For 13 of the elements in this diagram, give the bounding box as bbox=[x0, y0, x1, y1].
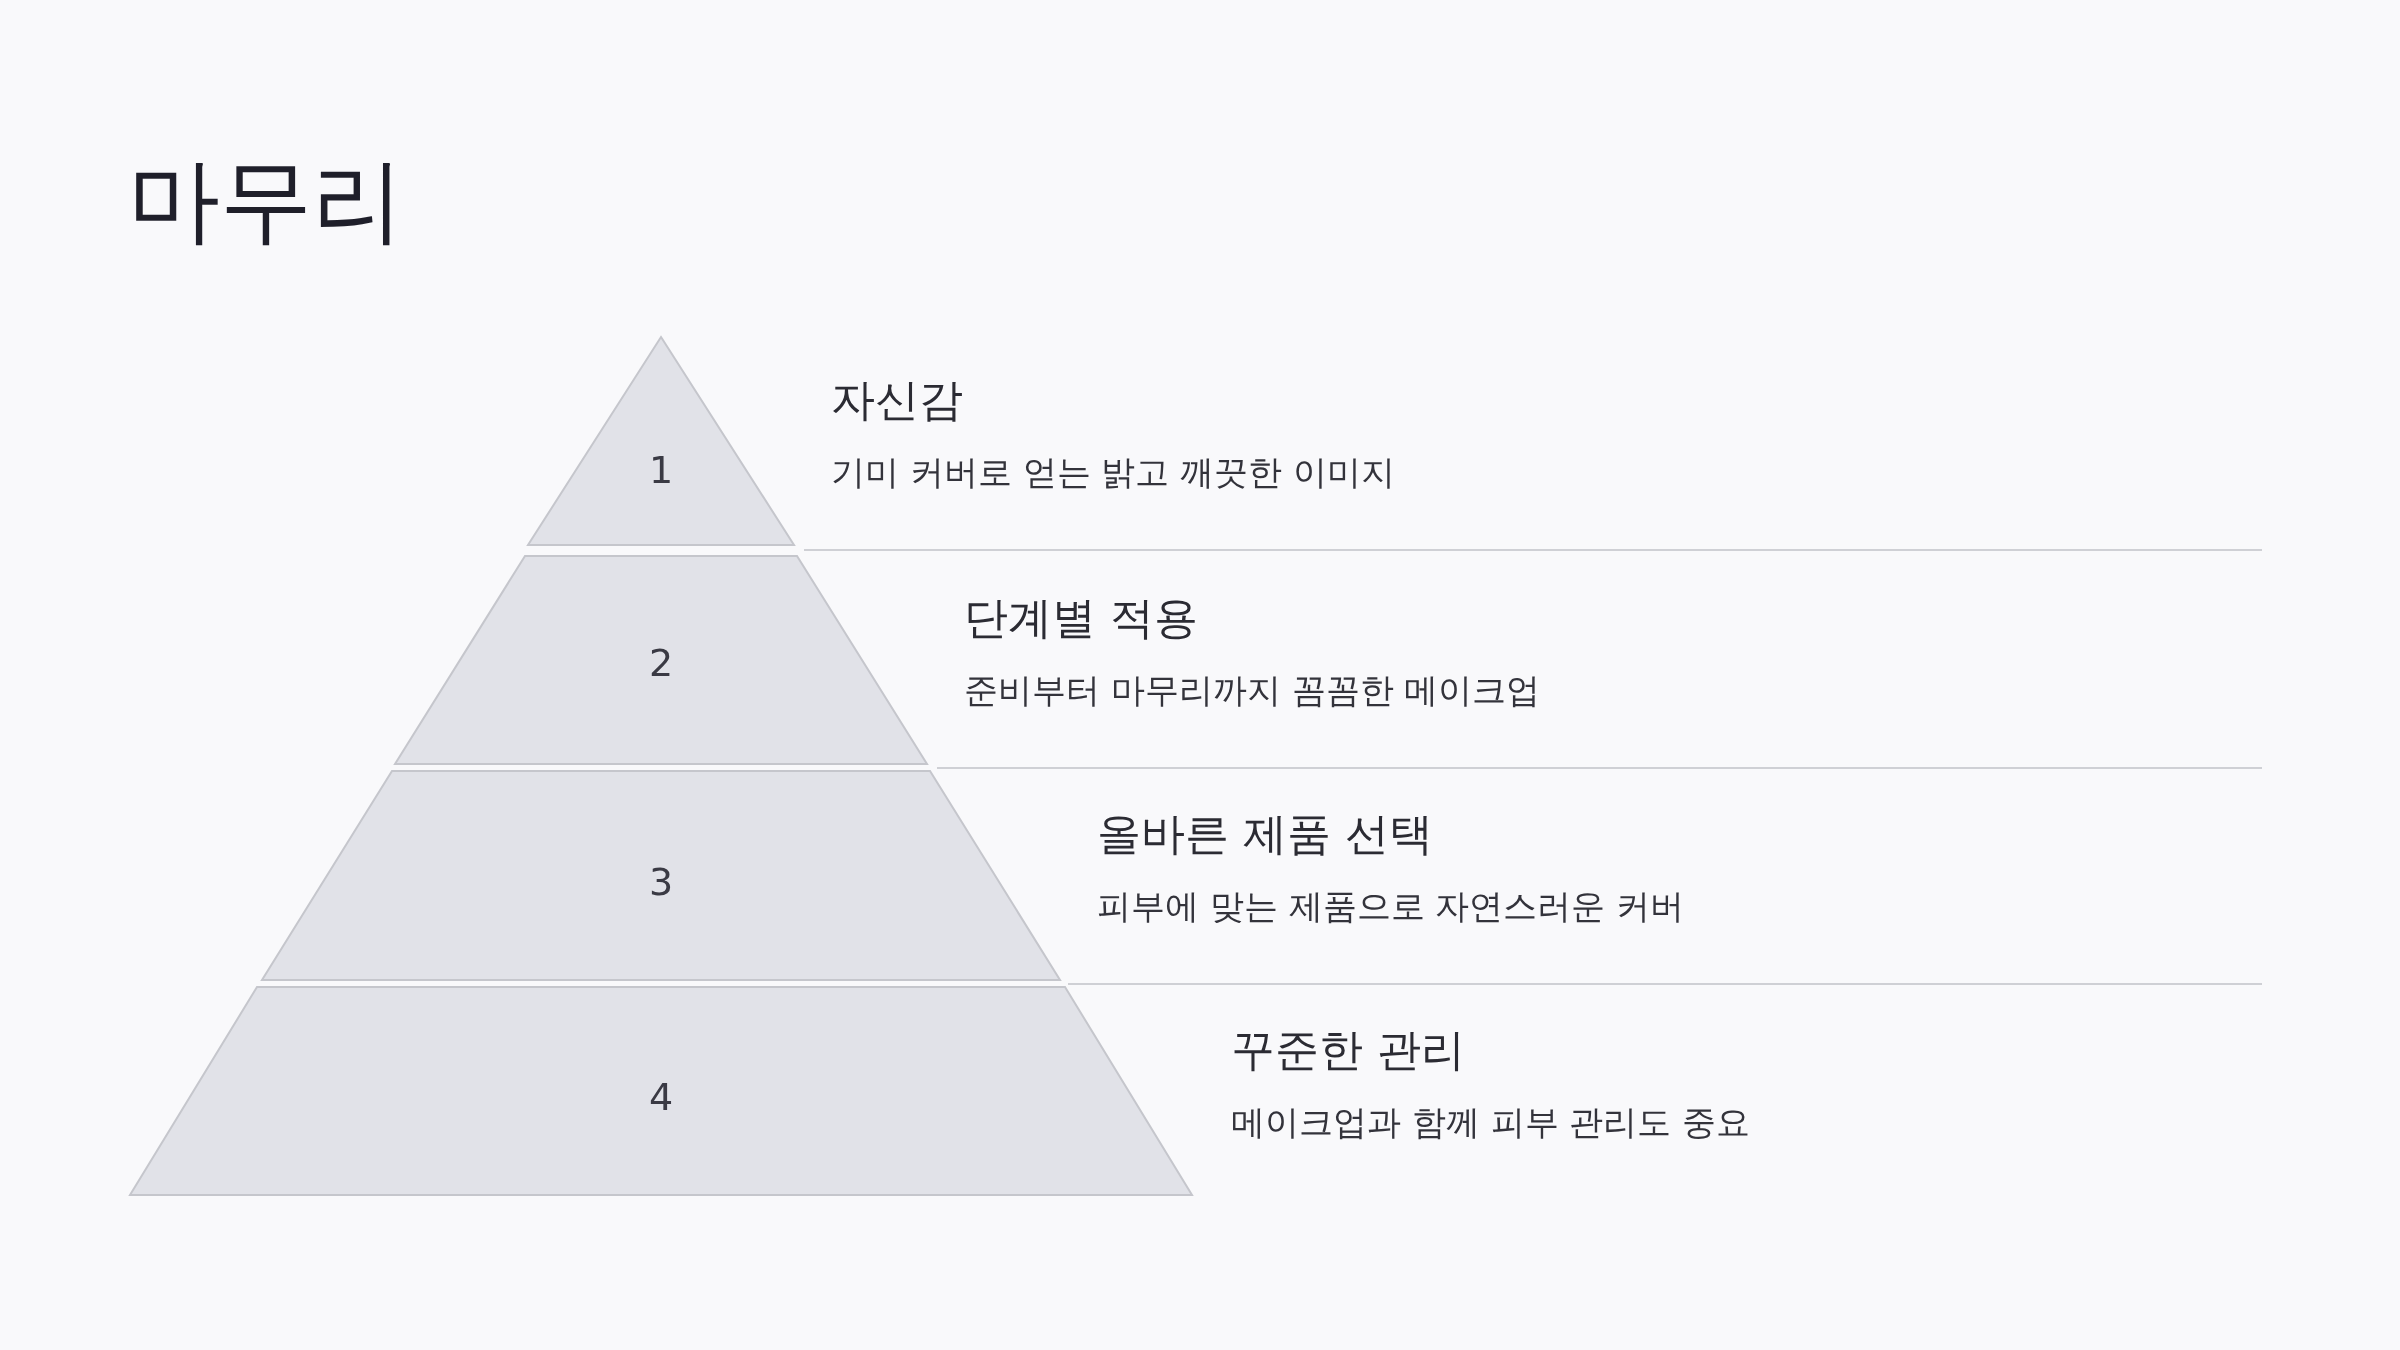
layer-description: 피부에 맞는 제품으로 자연스러운 커버 bbox=[1097, 888, 1685, 926]
layer-heading: 올바른 제품 선택 bbox=[1097, 810, 1433, 859]
layer-heading: 꾸준한 관리 bbox=[1231, 1026, 1465, 1075]
layer-number: 3 bbox=[648, 863, 674, 901]
layer-description: 준비부터 마무리까지 꼼꼼한 메이크업 bbox=[964, 672, 1541, 710]
layer-number: 2 bbox=[648, 644, 674, 682]
layer-description: 기미 커버로 얻는 밝고 깨끗한 이미지 bbox=[831, 454, 1396, 492]
layer-heading: 단계별 적용 bbox=[964, 594, 1198, 643]
layer-number: 1 bbox=[648, 451, 674, 489]
layer-description: 메이크업과 함께 피부 관리도 중요 bbox=[1231, 1104, 1751, 1142]
slide-title: 마무리 bbox=[128, 150, 404, 252]
layer-heading: 자신감 bbox=[831, 376, 963, 425]
layer-number: 4 bbox=[648, 1078, 674, 1116]
